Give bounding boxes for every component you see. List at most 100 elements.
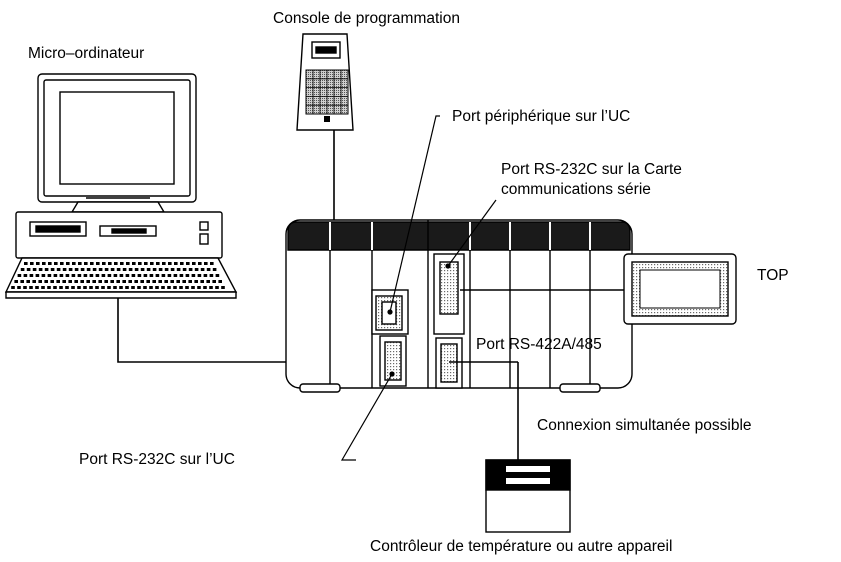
keyboard-key — [14, 280, 18, 283]
keyboard-key — [191, 286, 195, 289]
keyboard-key — [116, 268, 121, 271]
keyboard-key — [66, 262, 70, 265]
keyboard-key — [119, 286, 123, 289]
keyboard-key — [80, 280, 84, 283]
keyboard-key — [84, 262, 88, 265]
keyboard-key — [128, 280, 132, 283]
keyboard-key — [77, 286, 81, 289]
keyboard-key — [203, 286, 207, 289]
keyboard-key — [23, 274, 28, 277]
keyboard-key — [191, 274, 196, 277]
keyboard-key — [44, 280, 48, 283]
console-keypad — [305, 69, 349, 115]
keyboard-key — [170, 280, 174, 283]
keyboard-key — [83, 274, 88, 277]
keyboard-key — [212, 268, 217, 271]
keyboard-key — [188, 268, 193, 271]
keyboard-key — [86, 268, 91, 271]
keyboard-key — [35, 286, 39, 289]
keyboard-key — [41, 286, 45, 289]
keyboard-key — [134, 280, 138, 283]
keyboard-key — [155, 274, 160, 277]
keyboard-key — [162, 262, 166, 265]
keyboard-key — [62, 268, 67, 271]
label-rs422-port: Port RS-422A/485 — [476, 336, 602, 353]
keyboard-key — [59, 286, 63, 289]
keyboard-key — [131, 274, 136, 277]
keyboard-key — [17, 274, 22, 277]
keyboard-key — [29, 286, 33, 289]
keyboard-key — [53, 274, 58, 277]
keyboard-key — [92, 268, 97, 271]
keyboard-key — [168, 262, 172, 265]
keyboard-key — [102, 262, 106, 265]
keyboard-key — [104, 268, 109, 271]
label-temperature-controller: Contrôleur de température ou autre appar… — [370, 538, 673, 555]
keyboard-key — [204, 262, 208, 265]
label-rs232-card-line1: Port RS-232C sur la Carte — [501, 161, 682, 178]
keyboard-key — [149, 286, 153, 289]
keyboard-key — [71, 274, 76, 277]
keyboard-key — [122, 268, 127, 271]
keyboard-key — [96, 262, 100, 265]
keyboard-key — [200, 268, 205, 271]
keyboard-key — [104, 280, 108, 283]
keyboard-key — [170, 268, 175, 271]
keyboard-key — [41, 274, 46, 277]
keyboard-key — [74, 280, 78, 283]
keyboard-key — [140, 280, 144, 283]
keyboard-key — [110, 280, 114, 283]
keyboard-key — [132, 262, 136, 265]
keyboard-key — [11, 286, 15, 289]
keyboard-key — [80, 268, 85, 271]
keyboard-key — [209, 274, 214, 277]
keyboard-key — [137, 286, 141, 289]
keyboard-key — [71, 286, 75, 289]
keyboard-key — [161, 274, 166, 277]
keyboard-key — [89, 286, 93, 289]
keyboard-key — [218, 280, 222, 283]
keyboard-key — [56, 280, 60, 283]
keyboard-key — [113, 286, 117, 289]
keyboard-key — [150, 262, 154, 265]
keyboard-key — [95, 274, 100, 277]
keyboard-key — [101, 286, 105, 289]
label-rs232-cpu-port: Port RS-232C sur l’UC — [79, 451, 235, 468]
keyboard-key — [173, 286, 177, 289]
keyboard-key — [48, 262, 52, 265]
keyboard-key — [68, 280, 72, 283]
keyboard-key — [122, 280, 126, 283]
keyboard-key — [50, 280, 54, 283]
keyboard-key — [125, 286, 129, 289]
keyboard-key — [50, 268, 55, 271]
keyboard-key — [221, 286, 225, 289]
keyboard-key — [26, 280, 30, 283]
keyboard-key — [156, 262, 160, 265]
keyboard-key — [83, 286, 87, 289]
keyboard-key — [143, 274, 148, 277]
keyboard-key — [194, 268, 199, 271]
label-micro-computer: Micro–ordinateur — [28, 45, 145, 62]
keyboard-key — [30, 262, 34, 265]
keyboard-key — [116, 280, 120, 283]
keyboard-key — [176, 280, 180, 283]
keyboard-key — [209, 286, 213, 289]
touch-panel-icon — [460, 253, 737, 325]
keyboard-key — [215, 274, 220, 277]
keyboard-key — [29, 274, 34, 277]
keyboard-key — [92, 280, 96, 283]
keyboard-key — [200, 280, 204, 283]
keyboard-key — [54, 262, 58, 265]
keyboard-key — [215, 286, 219, 289]
keyboard-key — [174, 262, 178, 265]
label-programming-console: Console de programmation — [273, 10, 460, 27]
keyboard-key — [120, 262, 124, 265]
keyboard-key — [186, 262, 190, 265]
label-peripheral-port: Port périphérique sur l’UC — [452, 108, 631, 125]
keyboard-key — [164, 268, 169, 271]
keyboard-key — [113, 274, 118, 277]
keyboard-key — [59, 274, 64, 277]
temperature-controller-icon — [449, 361, 571, 533]
keyboard-key — [126, 262, 130, 265]
